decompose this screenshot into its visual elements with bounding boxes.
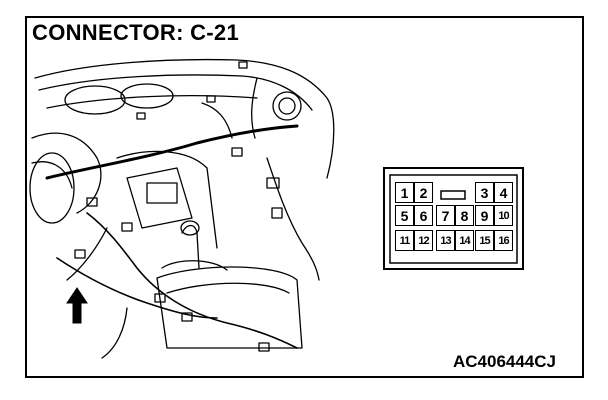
vehicle-interior-illustration	[29, 58, 335, 359]
connector-pin: 5	[395, 205, 414, 226]
connector-pin: 15	[475, 230, 494, 251]
connector-pin: 3	[475, 182, 494, 203]
connector-pin: 6	[414, 205, 433, 226]
connector-pin: 9	[475, 205, 494, 226]
connector-pin: 11	[395, 230, 414, 251]
connector-pin: 14	[455, 230, 474, 251]
connector-pin: 8	[455, 205, 474, 226]
connector-pin: 13	[436, 230, 455, 251]
connector-pin: 10	[494, 205, 513, 226]
connector-face-outline	[383, 167, 524, 270]
connector-pin: 1	[395, 182, 414, 203]
connector-pin: 16	[494, 230, 513, 251]
connector-pin: 4	[494, 182, 513, 203]
connector-pin: 12	[414, 230, 433, 251]
connector-housing-detail	[389, 174, 518, 264]
connector-pin: 2	[414, 182, 433, 203]
connector-title: CONNECTOR: C-21	[32, 20, 240, 45]
reference-code: AC406444CJ	[452, 352, 556, 371]
connector-pin: 7	[436, 205, 455, 226]
